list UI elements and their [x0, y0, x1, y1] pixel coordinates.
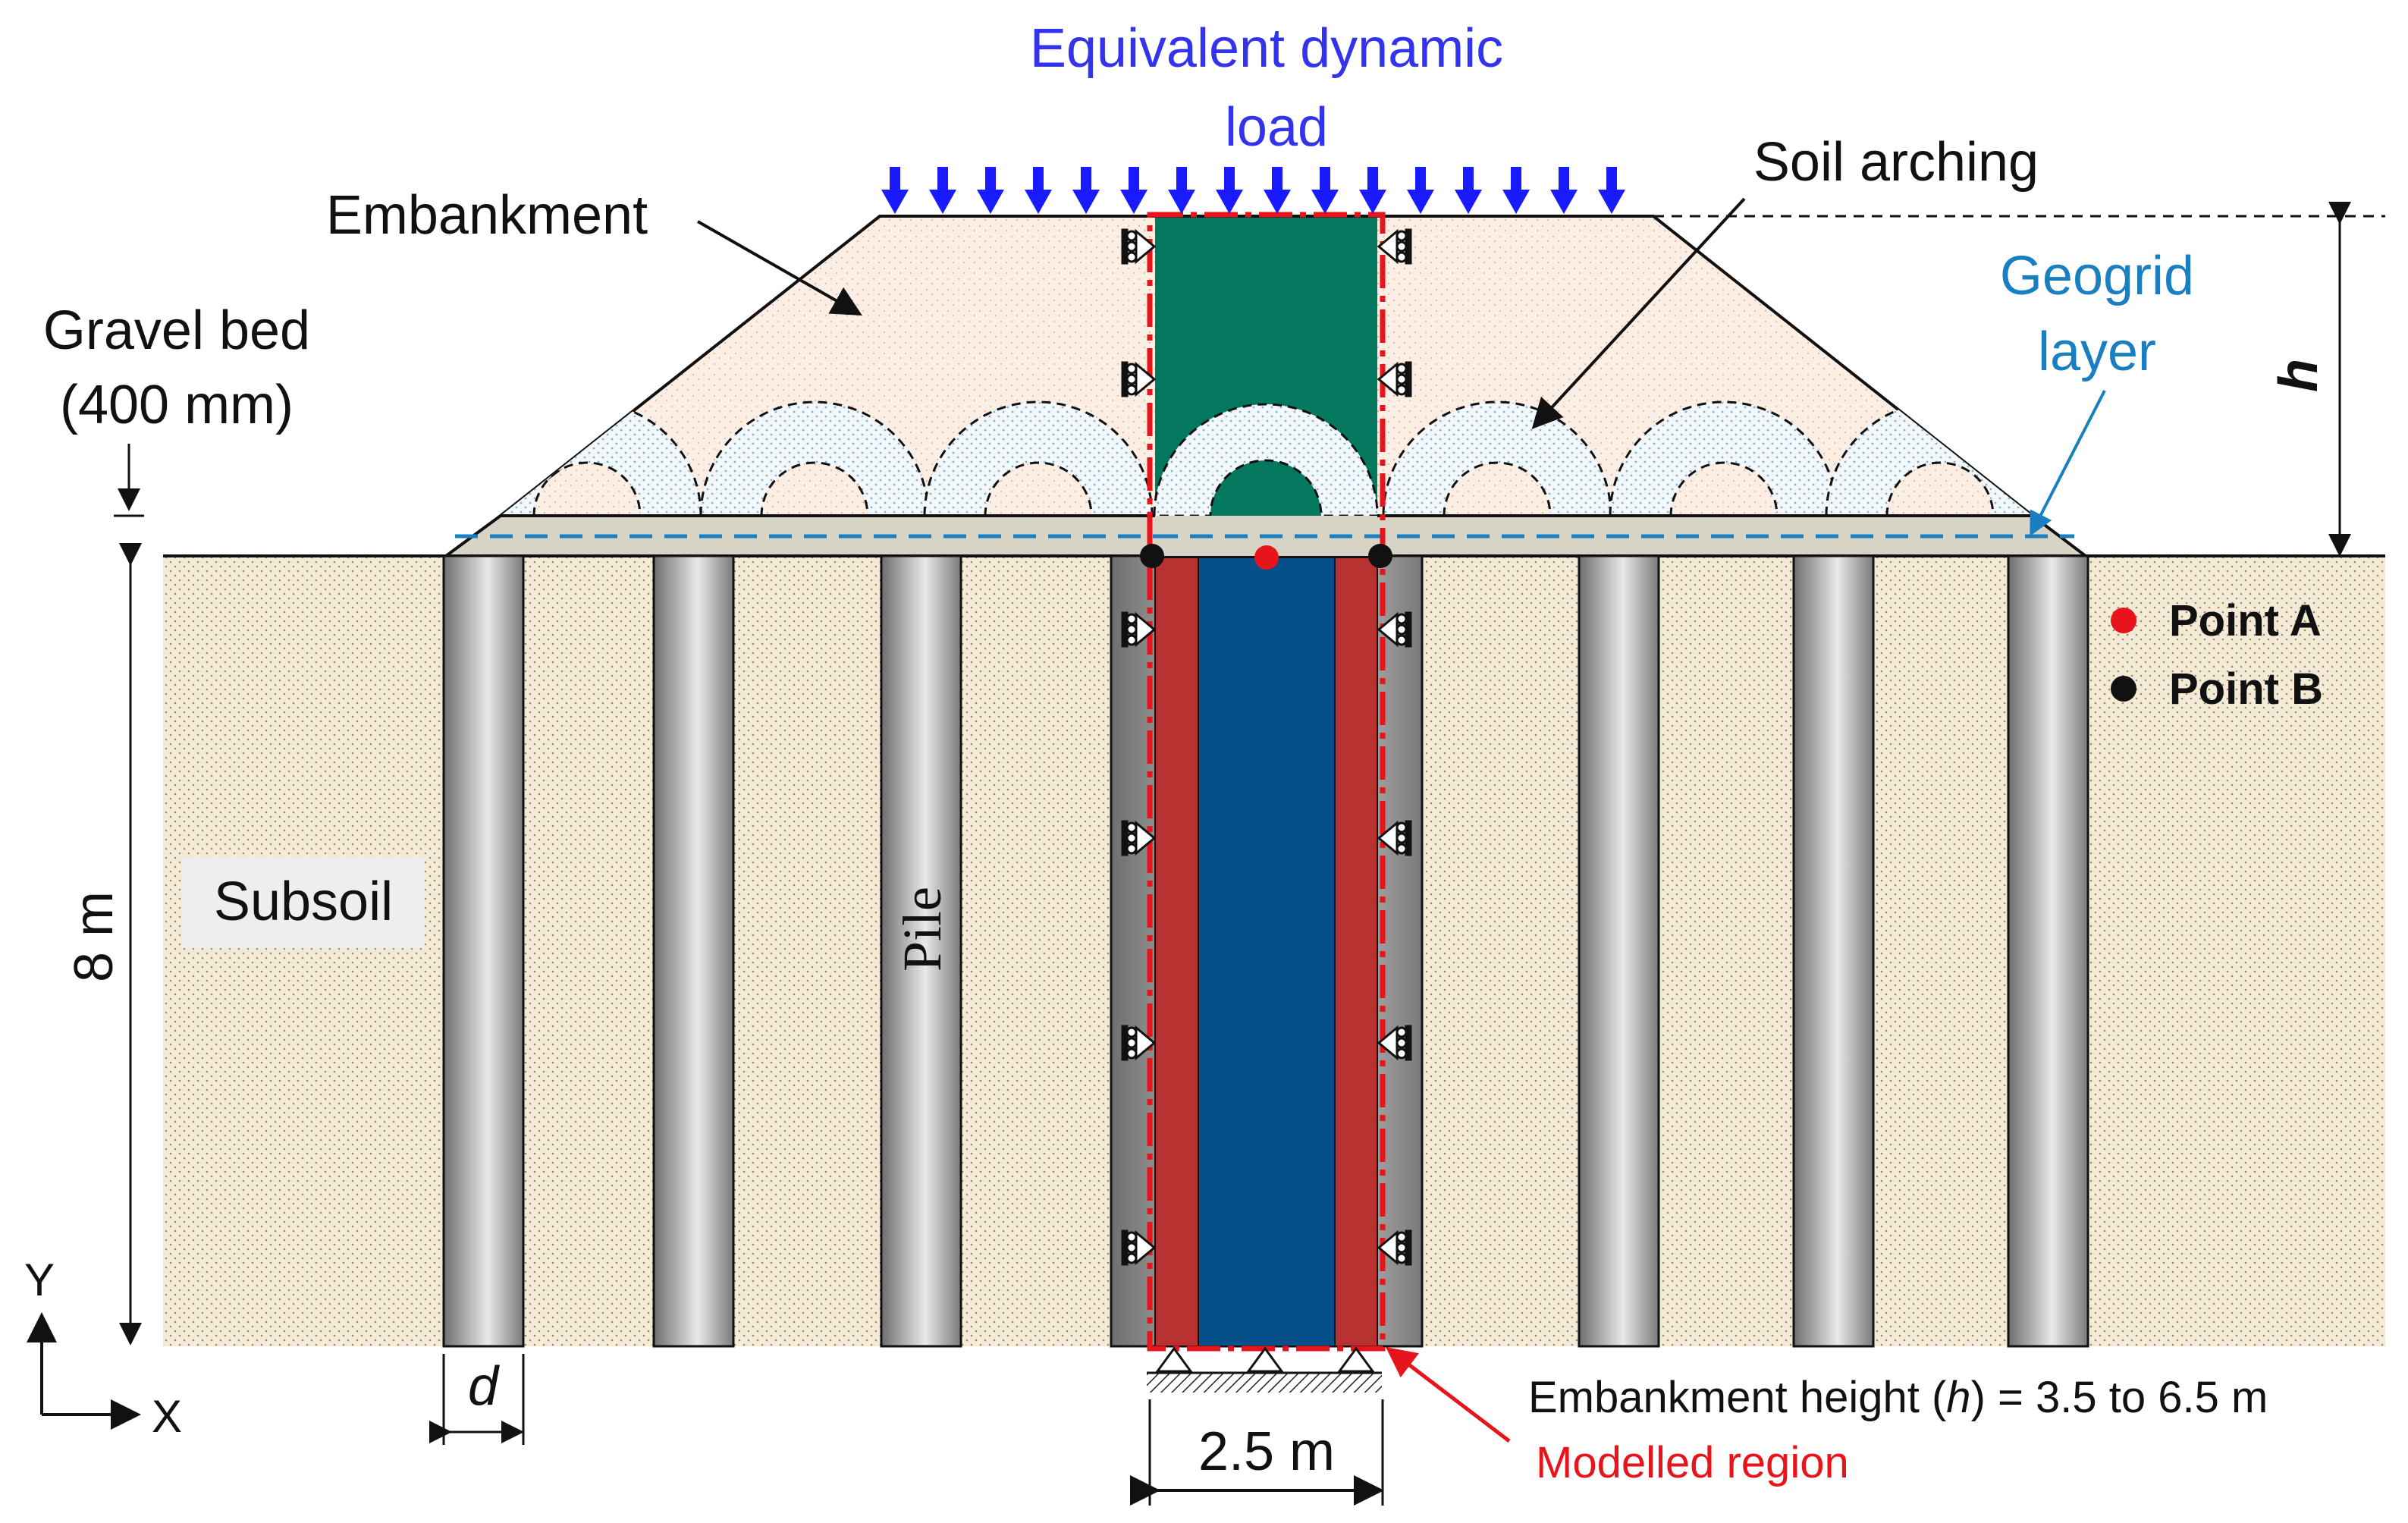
legend-marker-point-b: [2111, 676, 2136, 702]
height-range-text: Embankment height (h) = 3.5 to 6.5 m: [1528, 1373, 2268, 1422]
legend-marker-point-a: [2111, 608, 2136, 633]
legend: Point A Point B: [2111, 596, 2323, 714]
y-axis-label: Y: [24, 1255, 55, 1305]
embankment-leader: [697, 220, 862, 316]
point-b-marker-left: [1140, 544, 1164, 568]
load-label-line2: load: [1225, 97, 1328, 158]
x-axis-label: X: [152, 1391, 182, 1442]
geogrid-label-line1: Geogrid: [2000, 246, 2194, 306]
gravel-bed-label-line1: Gravel bed: [43, 300, 310, 361]
width-label: 2.5 m: [1198, 1421, 1335, 1482]
embankment-label: Embankment: [326, 185, 648, 246]
soil-arching-label: Soil arching: [1753, 132, 2039, 193]
model-pile: [1198, 557, 1336, 1347]
legend-label-point-b: Point B: [2169, 664, 2323, 714]
load-arrows: [881, 167, 1625, 214]
soil-arching-leader: [1531, 197, 1746, 429]
modelled-region-leader: [1386, 1346, 1511, 1443]
gravel-bed-label-line2: (400 mm): [60, 375, 294, 435]
load-label-line1: Equivalent dynamic: [1030, 18, 1503, 79]
subsoil-label: Subsoil: [214, 871, 393, 932]
pile-label: Pile: [892, 887, 953, 972]
legend-label-point-a: Point A: [2169, 596, 2322, 645]
geogrid-label-line2: layer: [2038, 322, 2156, 382]
roller-supports-right: [1377, 228, 1412, 1266]
fixed-base-hatch: [1147, 1373, 1382, 1393]
model-soil-left: [1154, 557, 1199, 1347]
point-b-marker-right: [1368, 544, 1392, 568]
geogrid-leader: [2030, 390, 2106, 537]
depth-label: 8 m: [64, 891, 124, 982]
h-label: h: [2268, 359, 2329, 392]
pin-supports: [1155, 1346, 1375, 1373]
modelled-region-label: Modelled region: [1536, 1438, 1849, 1487]
subsoil-label-bg: [182, 857, 425, 948]
point-a-marker: [1254, 545, 1279, 570]
model-arch: [1153, 403, 1379, 517]
diameter-label: d: [468, 1356, 500, 1417]
roller-supports: [1121, 228, 1157, 1266]
model-soil-right: [1334, 557, 1378, 1347]
